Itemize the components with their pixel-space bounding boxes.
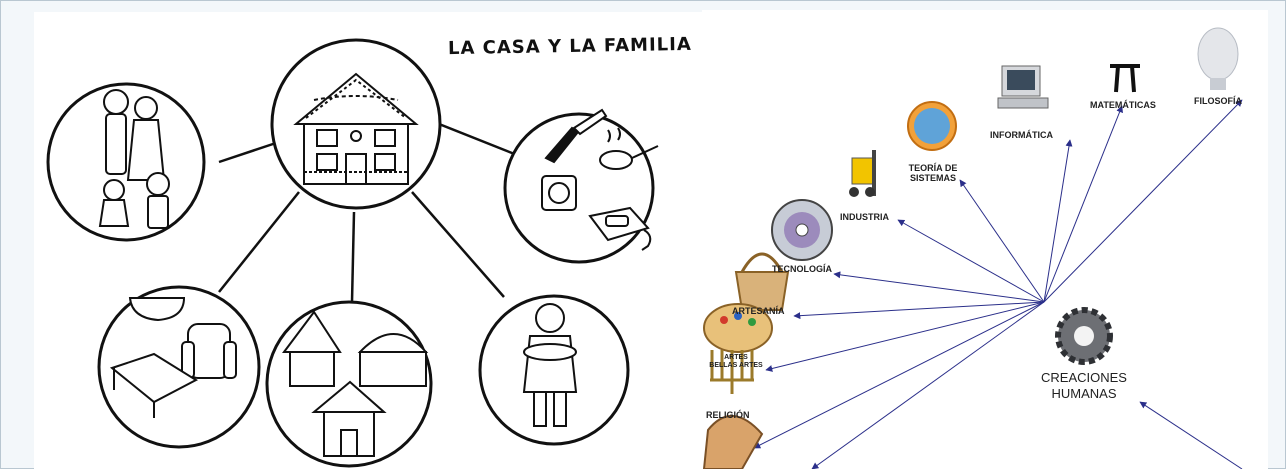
systems-badge-icon (907, 101, 957, 151)
furniture-icon (109, 297, 237, 418)
gear-icon (1055, 307, 1113, 365)
arte-label-line1: ARTES (724, 354, 748, 361)
person-circle (478, 294, 630, 446)
family-icon (98, 89, 170, 229)
casa-familia-drawing (46, 38, 659, 468)
creaciones-drawing (702, 27, 1243, 469)
artesania-label: ARTESANÍA (732, 306, 785, 316)
arte-label-line2: BELLAS ARTES (709, 362, 763, 369)
teoria-label-line2: SISTEMAS (909, 173, 956, 183)
cd-icon (771, 199, 833, 261)
informatica-label: INFORMÁTICA (990, 130, 1053, 140)
kitchen-icon (541, 108, 659, 251)
creaciones-humanas-label: CREACIONES HUMANAS (1024, 370, 1144, 402)
bellas-artes-label: ARTES BELLAS ARTES (708, 354, 764, 370)
computer-icon (997, 65, 1049, 109)
house-circle (270, 38, 442, 210)
creaciones-humanas-diagram: FILOSOFÍA MATEMÁTICAS INFORMÁTICA TEORÍA… (702, 10, 1268, 469)
casa-familia-diagram: LA CASA Y LA FAMILIA (34, 12, 714, 469)
lightbulb-icon (1197, 27, 1239, 90)
dwellings-circle (265, 300, 433, 468)
filosofia-label: FILOSOFÍA (1194, 96, 1242, 106)
religion-label: RELIGIÓN (706, 410, 750, 420)
person-icon (522, 303, 578, 427)
tecnologia-label: TECNOLOGÍA (772, 264, 832, 274)
kitchen-circle (503, 108, 659, 264)
furniture-circle (97, 285, 261, 449)
center-label-line1: CREACIONES (1041, 370, 1127, 385)
pi-icon (1110, 64, 1140, 93)
center-label-line2: HUMANAS (1051, 386, 1117, 401)
family-circle (46, 82, 206, 242)
connector-lines (218, 120, 523, 303)
teoria-sistemas-label: TEORÍA DE SISTEMAS (908, 163, 958, 183)
basket-icon (734, 252, 790, 311)
industria-label: INDUSTRIA (840, 212, 889, 222)
menorah-icon (710, 350, 754, 394)
house-icon (293, 72, 419, 185)
arrow-lines (753, 99, 1243, 469)
matematicas-label: MATEMÁTICAS (1090, 100, 1156, 110)
dwellings-icon (282, 310, 429, 457)
teoria-label-line1: TEORÍA DE (908, 163, 958, 173)
forklift-icon (849, 150, 876, 197)
palette-icon (703, 303, 773, 353)
praying-hands-icon (702, 414, 764, 469)
